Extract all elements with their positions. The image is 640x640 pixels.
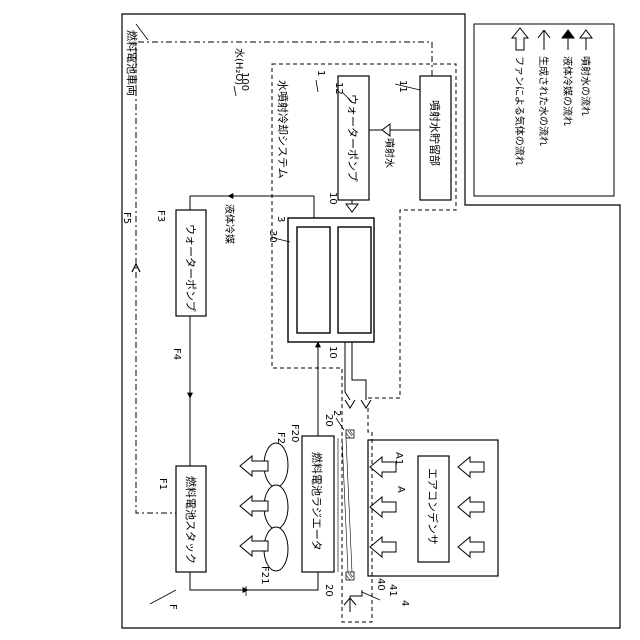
vehicle-label: 燃料電池車両 [125,30,139,96]
nozzle-arrow-icon [346,204,358,212]
ref-30: 30 [267,230,278,243]
liquid-coolant-label: 液体冷媒 [223,204,236,244]
ref-100: 100 [239,72,250,91]
fc-radiator-label: 燃料電池ラジエータ [310,452,324,551]
ref-F4: F4 [171,348,182,360]
ref-20-bottom: 20 [323,584,334,597]
drain-pipe [350,590,362,612]
spray-pump-label: ウォーターポンプ [346,94,359,182]
heat-exchanger-inner-b [338,227,371,333]
ref-F21: F21 [259,566,270,584]
ref-40: 40 [375,578,386,591]
ref-3: 3 [275,216,286,222]
spray-water-label: 噴射水 [383,138,395,168]
ref-12: 12 [333,82,344,95]
ref-20-top: 20 [323,414,334,427]
legend-arrow-icons [512,28,592,50]
ref-10-top: 10 [327,192,338,205]
system-label: 水噴射冷却システム [276,80,290,179]
ref-A1: A1 [393,452,404,465]
legend-text-3: 生成された水の流れ [537,56,550,146]
spray-nozzle-icon-2 [361,400,371,408]
ref-F1: F1 [157,478,168,490]
ref-F: F [167,604,178,610]
spray-feed-pipe-2 [352,342,366,400]
ref-41: 41 [387,584,398,597]
ref-4: 4 [399,600,410,606]
spray-feed-pipe-1 [345,342,350,400]
ref-F20: F20 [289,424,300,442]
main-pump-label: ウォーターポンプ [184,224,197,312]
ref-A: A [395,486,406,493]
ref-1: 1 [315,70,326,76]
spray-flow-arrow-icon [382,124,390,136]
legend-text-4: ファンによる気体の流れ [513,56,526,166]
air-condenser-label: エアコンデンサ [426,468,440,545]
coolant-stack-to-radiator-a [190,572,248,590]
fc-stack-label: 燃料電池スタック [184,476,198,564]
legend-text-2: 液体冷媒の流れ [561,56,574,126]
ref-F3: F3 [155,210,166,222]
ref-10-bottom: 10 [327,346,338,359]
legend-text-1: 噴射水の流れ [579,56,592,116]
heat-exchanger-inner-a [297,227,330,333]
ref-F2: F2 [275,432,286,444]
coolant-stack-to-radiator-b [248,572,318,590]
spray-tank-label: 噴射水貯留部 [428,100,442,166]
spray-nozzle-icon-1 [345,400,355,408]
radiator-spray-lines [338,438,352,572]
ref-F5: F5 [121,212,132,224]
ref-11: 11 [397,80,408,93]
